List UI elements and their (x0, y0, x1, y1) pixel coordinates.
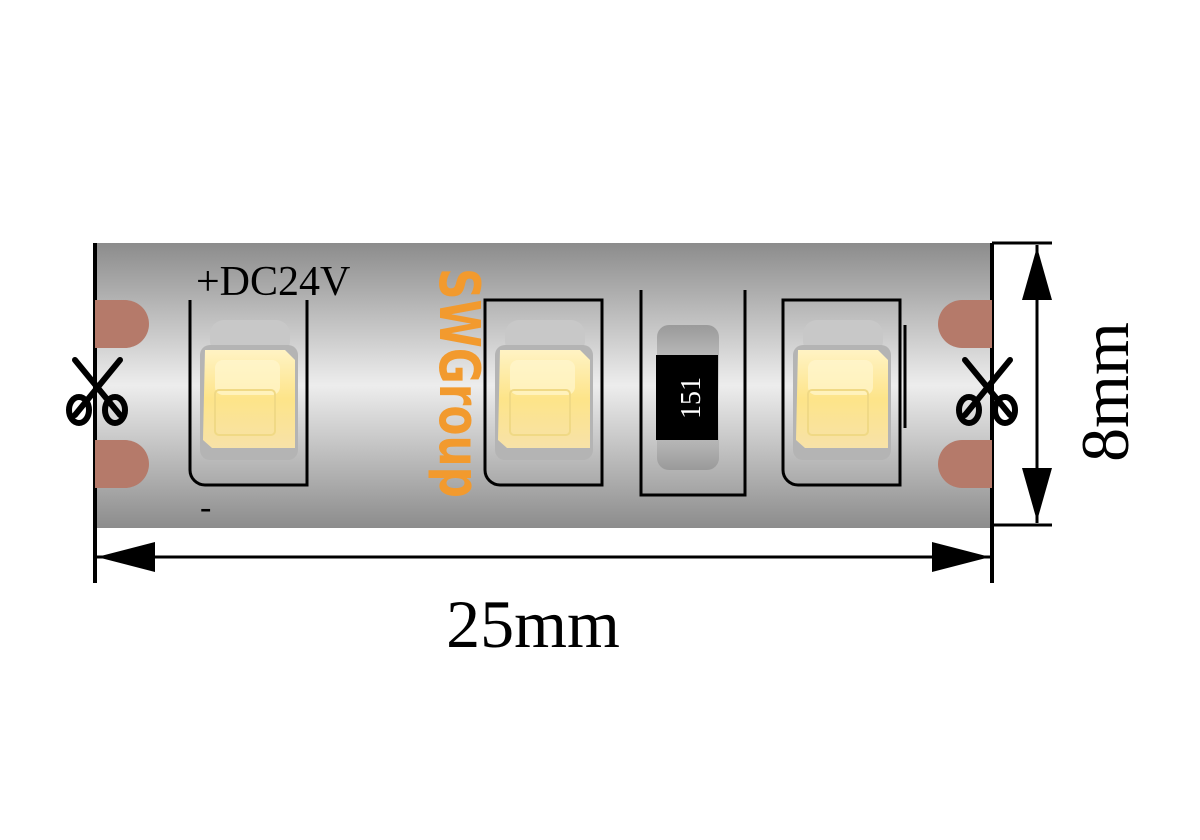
height-label: 8mm (1067, 322, 1143, 462)
negative-label: - (200, 489, 211, 526)
height-dimension (992, 241, 1052, 527)
arrow-head-icon (932, 542, 990, 572)
arrow-head-icon (1022, 468, 1052, 521)
scissors-icon (956, 357, 1018, 426)
width-dimension (95, 542, 992, 572)
led-chip-3 (781, 298, 907, 487)
led-chip-1 (188, 300, 309, 487)
solder-pads-left (95, 300, 149, 488)
voltage-label: +DC24V (196, 259, 350, 305)
resistor-code-label: 151 (676, 377, 707, 419)
led-chip-2 (483, 298, 604, 487)
width-label: 25mm (446, 586, 620, 662)
arrow-head-icon (97, 542, 155, 572)
arrow-head-icon (1022, 247, 1052, 300)
resistor (639, 290, 747, 497)
brand-logo: SWGroup (426, 268, 491, 498)
solder-pads-right (938, 300, 992, 488)
scissors-icon (66, 357, 128, 426)
